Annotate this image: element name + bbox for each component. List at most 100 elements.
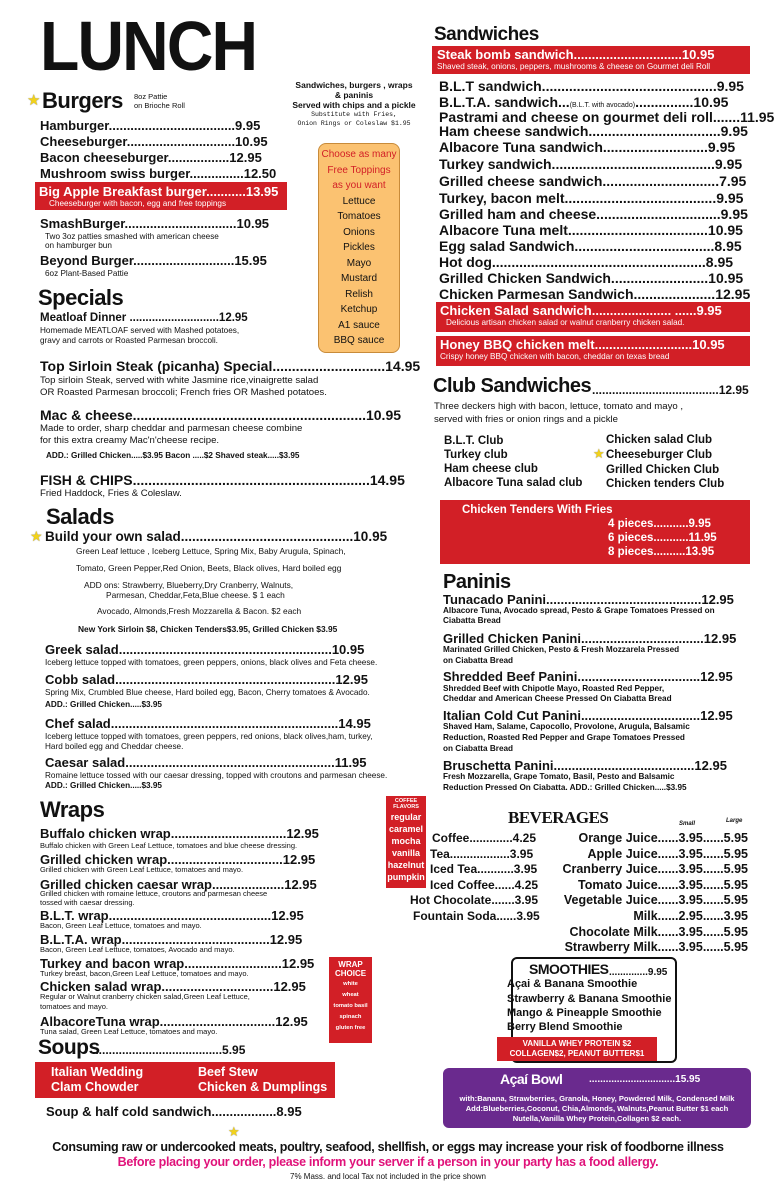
- menu-item-desc: tossed with caesar dressing.: [40, 898, 135, 907]
- menu-item-desc: 6oz Plant-Based Pattie: [45, 269, 129, 278]
- menu-item-addons: ADD.: Grilled Chicken.....$3.95 Bacon ..…: [46, 451, 300, 460]
- menu-item-desc: Buffalo chicken with Green Leaf Lettuce,…: [40, 841, 298, 850]
- menu-item-desc: Grilled chicken with Green Leaf Lettuce,…: [40, 865, 244, 874]
- intro-line-3: Substitute with Fries,: [311, 111, 397, 118]
- menu-item-desc: Iceberg lettuce topped with tomatoes, gr…: [45, 732, 373, 741]
- soups-price: .......................................5…: [92, 1043, 246, 1057]
- soup-item: Clam Chowder: [51, 1080, 139, 1094]
- club-item: Turkey club: [444, 449, 508, 461]
- toppings-box: Choose as many Free Toppings as you want…: [318, 143, 400, 353]
- chicken-salad-banner: Chicken Salad sandwich..................…: [436, 302, 750, 332]
- soup-item: Beef Stew: [198, 1065, 258, 1079]
- menu-item-desc: Regular or Walnut cranberry chicken sala…: [40, 992, 250, 1001]
- menu-item-addons: ADD.: Grilled Chicken.....$3.95: [45, 781, 162, 790]
- beverages-title: BEVERAGES: [508, 808, 609, 827]
- menu-item-desc: Bacon, Green Leaf Lettuce, tomatoes and …: [40, 921, 202, 930]
- menu-item: FISH & CHIPS............................…: [40, 472, 405, 488]
- toppings-header-2: Free Toppings: [327, 164, 391, 176]
- club-price: ......................................12…: [592, 383, 749, 397]
- tenders-item: 6 pieces...........11.95: [608, 532, 717, 544]
- menu-item: Turkey sandwich.........................…: [439, 156, 743, 172]
- menu-item-desc: Fried Haddock, Fries & Coleslaw.: [40, 488, 182, 499]
- menu-item: B.L.T.A. wrap...........................…: [40, 932, 303, 947]
- club-item: Ham cheese club: [444, 463, 538, 475]
- smoothie-addons-line: VANILLA WHEY PROTEIN $2: [522, 1039, 632, 1048]
- menu-item: Chicken Parmesan Sandwich...............…: [439, 286, 751, 302]
- menu-item: Mac & cheese............................…: [40, 407, 402, 423]
- menu-item: Albacore Tuna sandwich..................…: [439, 139, 736, 155]
- menu-item-desc: Cheddar and American Cheese Pressed On C…: [443, 694, 672, 703]
- burgers-note-1: 8oz Pattie: [134, 92, 168, 101]
- menu-item: Grilled ham and cheese..................…: [439, 206, 748, 222]
- star-icon: ★: [30, 528, 43, 544]
- menu-item: B.L.T.A. sandwich...(B.L.T. with avocado…: [439, 94, 728, 114]
- smoothies-title: SMOOTHIES: [529, 961, 609, 977]
- featured-sandwich-desc: Shaved steak, onions, peppers, mushrooms…: [437, 62, 711, 71]
- tenders-box: Chicken Tenders With Fries 4 pieces.....…: [440, 500, 750, 564]
- smoothie-item: Strawberry & Banana Smoothie: [507, 993, 672, 1005]
- toppings-header-3: as you want: [332, 180, 386, 191]
- soups-title: Soups: [38, 1036, 100, 1059]
- intro-note: Sandwiches, burgers , wraps & paninis Se…: [292, 80, 416, 128]
- salads-title: Salads: [46, 504, 114, 529]
- menu-item-desc: Ciabatta Bread: [443, 616, 501, 625]
- menu-item: Egg salad Sandwich......................…: [439, 238, 742, 254]
- salad-addons: ADD ons: Strawberry, Blueberry,Dry Cranb…: [84, 580, 294, 590]
- menu-item: Cobb salad..............................…: [45, 672, 368, 687]
- salad-desc: Tomato, Green Pepper,Red Onion, Beets, B…: [76, 563, 342, 573]
- menu-item-desc: on Ciabatta Bread: [443, 744, 514, 753]
- blta-price: ...............10.95: [635, 94, 729, 110]
- smoothies-price: ..............9.95: [609, 967, 668, 978]
- menu-item: Hamburger...............................…: [40, 118, 261, 133]
- menu-item-desc: Spring Mix, Crumbled Blue cheese, Hard b…: [45, 688, 370, 697]
- menu-item-desc: Fresh Mozzarella, Grape Tomato, Basil, P…: [443, 772, 675, 781]
- tenders-title: Chicken Tenders With Fries: [462, 504, 613, 516]
- coffee-flavor: mocha: [391, 836, 421, 846]
- sandwiches-title: Sandwiches: [434, 24, 539, 45]
- beverage-item: Apple Juice......3.95......5.95: [587, 847, 749, 861]
- menu-item-desc: Turkey breast, bacon,Green Leaf Lettuce,…: [40, 969, 249, 978]
- blta-name: B.L.T.A. sandwich...: [439, 94, 570, 110]
- wrap-choice-title: WRAP: [338, 960, 363, 969]
- menu-item: Meatloaf Dinner ........................…: [40, 312, 248, 324]
- bbq-melt-desc: Crispy honey BBQ chicken with bacon, che…: [440, 352, 670, 361]
- acai-desc: Nutella,Vanilla Whey Protein,Collagen $2…: [512, 1114, 682, 1123]
- salad-addons: New York Sirloin $8, Chicken Tenders$3.9…: [78, 624, 338, 634]
- salad-addons: Avocado, Almonds,Fresh Mozzarella & Baco…: [97, 606, 302, 616]
- wrap-choice: tomato basil: [333, 1003, 368, 1009]
- salad-desc: Green Leaf lettuce , Iceberg Lettuce, Sp…: [76, 546, 346, 556]
- star-icon: ★: [27, 92, 41, 109]
- smoothie-addons-line: COLLAGEN$2, PEANUT BUTTER$1: [509, 1049, 645, 1058]
- beverage-item: Iced Coffee......4.25: [430, 878, 539, 892]
- club-desc: served with fries or onion rings and a p…: [434, 414, 618, 425]
- smoothie-item: Açai & Banana Smoothie: [507, 978, 638, 990]
- club-title: Club Sandwiches: [433, 375, 592, 397]
- menu-item-desc: Reduction, Roasted Red Pepper and Grape …: [443, 733, 685, 742]
- tenders-item: 4 pieces...........9.95: [608, 518, 711, 530]
- menu-item: Grilled Chicken Sandwich................…: [439, 270, 744, 286]
- blta-note: (B.L.T. with avocado): [569, 102, 636, 109]
- menu-item-desc: on hamburger bun: [45, 241, 112, 250]
- beverage-item: Hot Chocolate.......3.95: [410, 893, 539, 907]
- specials-title: Specials: [38, 285, 124, 310]
- wrap-choice: white: [343, 981, 358, 987]
- menu-item: Beyond Burger...........................…: [40, 253, 267, 268]
- club-item: Albacore Tuna salad club: [444, 477, 583, 489]
- smoothie-item: Berry Blend Smoothie: [507, 1021, 623, 1033]
- coffee-flavors-title: COFFEE: [394, 798, 418, 804]
- menu-item: Build your own salad....................…: [45, 529, 388, 544]
- allergy-notice: Before placing your order, please inform…: [117, 1155, 659, 1169]
- topping-item: Lettuce: [342, 195, 376, 207]
- menu-item-desc: Two 3oz patties smashed with american ch…: [45, 232, 219, 241]
- menu-item: Grilled Chicken Panini..................…: [443, 631, 737, 646]
- menu-item-desc: Albacore Tuna, Avocado spread, Pesto & G…: [443, 606, 715, 615]
- menu-item: Albacore Tuna melt......................…: [439, 222, 743, 238]
- menu-item-desc: Hard boiled egg and Cheddar cheese.: [45, 742, 184, 751]
- smoothies-box: SMOOTHIES ..............9.95 Açai & Bana…: [497, 957, 677, 1063]
- coffee-flavor: vanilla: [391, 848, 420, 858]
- topping-item: Relish: [345, 288, 373, 300]
- menu-item-desc: Homemade MEATLOAF served with Mashed pot…: [40, 326, 240, 335]
- club-item: Cheeseburger Club: [606, 449, 713, 461]
- menu-item-desc: on Ciabatta Bread: [443, 656, 514, 665]
- menu-item: Tunacado Panini.........................…: [443, 592, 734, 607]
